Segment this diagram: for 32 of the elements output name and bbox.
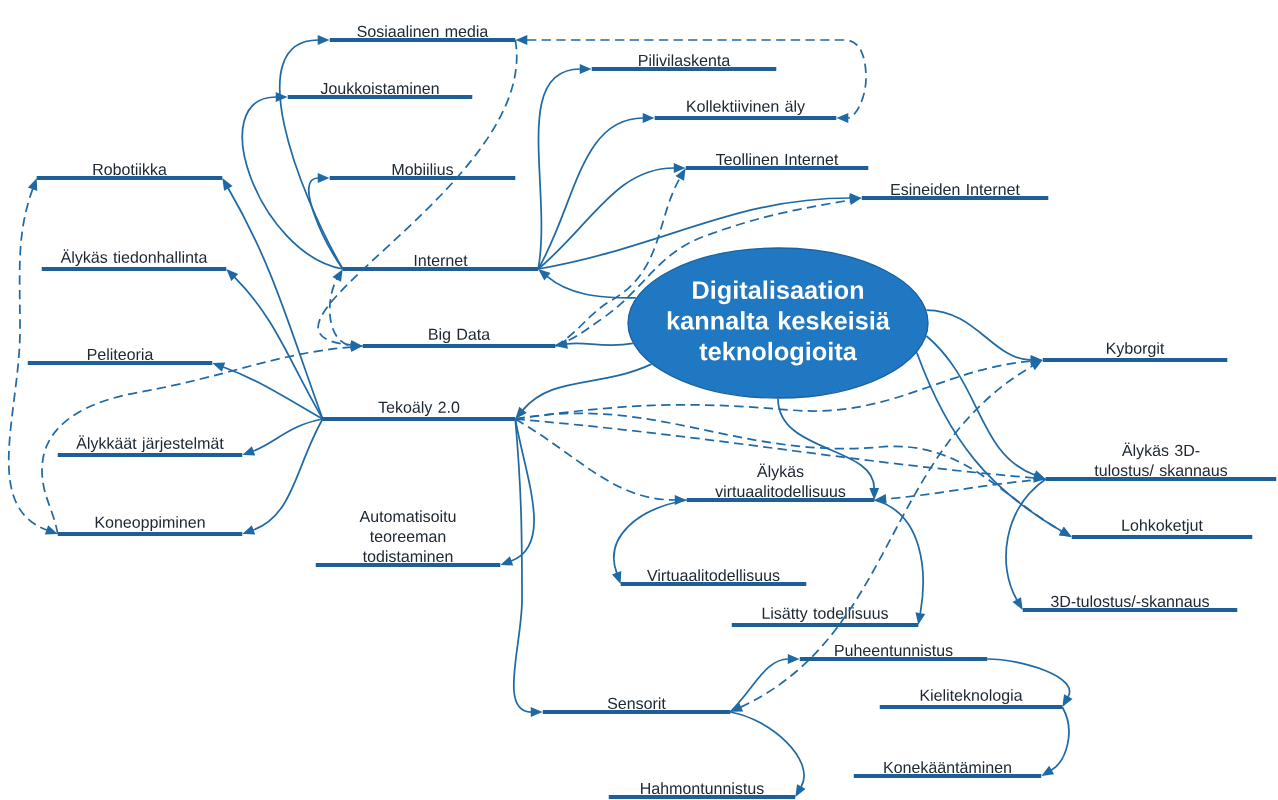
topic-label: Robotiikka xyxy=(36,163,223,180)
topic-label: Älykäs virtuaalitodellisuus xyxy=(686,463,875,502)
topic-label: Kyborgit xyxy=(1042,342,1228,362)
topic-label: Kieliteknologia xyxy=(879,689,1063,709)
arrow xyxy=(515,363,653,419)
topic-label: Tekoäly 2.0 xyxy=(322,401,516,421)
topic-label: Kollektiivinen äly xyxy=(654,100,837,120)
topic-label: Mobiilius xyxy=(329,163,516,180)
arrow xyxy=(241,92,344,270)
topic-label: Joukkoistaminen xyxy=(287,82,473,99)
topic-label: Internet xyxy=(342,254,539,271)
topic-label: Älykäs tiedonhallinta xyxy=(41,249,227,271)
topic-label: Puheentunnistus xyxy=(799,644,988,661)
topic-label: Älykkäät järjestelmät xyxy=(57,435,243,457)
dashed-arrow xyxy=(317,39,517,350)
topic-label: Lohkoketjut xyxy=(1071,519,1253,539)
topic-label: Pilivilaskenta xyxy=(591,54,777,71)
topic-label: Sensorit xyxy=(542,697,731,714)
topic-label: Lisätty todellisuus xyxy=(731,607,919,627)
topic-label: Automatisoitu teoreeman todistaminen xyxy=(315,510,501,567)
arrow xyxy=(307,173,344,270)
topic-label: Esineiden Internet xyxy=(861,183,1049,200)
topic-label: Hahmontunnistus xyxy=(608,782,796,799)
topic-label: Teollinen Internet xyxy=(685,153,869,170)
topic-label: Konekääntäminen xyxy=(853,761,1042,778)
topic-label: Sosiaalinen media xyxy=(329,25,516,42)
topic-label: Virtuaalitodellisuus xyxy=(620,569,807,586)
topic-label: Koneoppiminen xyxy=(57,516,243,536)
topic-label: Peliteoria xyxy=(27,348,213,365)
topic-label: Big Data xyxy=(362,328,556,348)
topic-label: Älykäs 3D-tulostus/ skannaus xyxy=(1045,442,1277,481)
topic-label: 3D-tulostus/-skannaus xyxy=(1022,595,1238,612)
